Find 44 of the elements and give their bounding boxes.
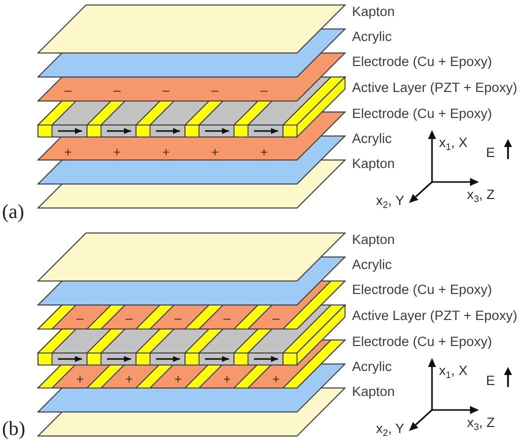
- axis-label: x$_{2}$, Y: [376, 193, 404, 209]
- charge-sign: –: [223, 312, 231, 324]
- charge-sign: +: [125, 372, 133, 386]
- charge-sign: +: [76, 372, 84, 386]
- charge-sign: +: [64, 146, 72, 158]
- layer-label: Electrode (Cu + Epoxy): [352, 106, 492, 122]
- axis-label: x$_{1}$, X: [439, 363, 468, 379]
- charge-sign: –: [125, 312, 133, 324]
- charge-sign: +: [272, 372, 280, 386]
- layer-label: Kapton: [352, 4, 395, 20]
- layer-label: Acrylic: [352, 131, 392, 147]
- layer-label: Acrylic: [352, 29, 392, 45]
- charge-sign: +: [113, 146, 121, 158]
- axis-label: E: [486, 373, 496, 389]
- charge-sign: –: [76, 312, 84, 324]
- charge-sign: –: [211, 84, 219, 96]
- charge-sign: +: [162, 146, 170, 158]
- layer-label: Acrylic: [352, 359, 392, 375]
- charge-sign: +: [174, 372, 182, 386]
- charge-sign: +: [211, 146, 219, 158]
- panel-label: (a): [2, 201, 24, 223]
- axis-label: x$_{3}$, Z: [467, 415, 495, 431]
- panel-label: (b): [2, 418, 26, 440]
- axis-label: x$_{3}$, Z: [467, 187, 495, 203]
- charge-sign: –: [272, 312, 280, 324]
- layer-label: Kapton: [352, 232, 395, 248]
- layer-label: Electrode (Cu + Epoxy): [352, 282, 492, 298]
- layer-label: Electrode (Cu + Epoxy): [352, 54, 492, 70]
- charge-sign: +: [260, 146, 268, 158]
- axis-label: x$_{1}$, X: [439, 135, 468, 151]
- charge-sign: –: [260, 84, 268, 96]
- charge-sign: –: [174, 312, 182, 324]
- axis-label: x$_{2}$, Y: [376, 421, 404, 437]
- charge-sign: –: [113, 84, 121, 96]
- charge-sign: +: [223, 372, 231, 386]
- axis-label: E: [486, 145, 496, 161]
- layer-label: Electrode (Cu + Epoxy): [352, 334, 492, 350]
- charge-sign: –: [162, 84, 170, 96]
- layer-label: Kapton: [352, 384, 395, 400]
- layer-label: Kapton: [352, 156, 395, 172]
- layer-label: Active Layer (PZT + Epoxy): [352, 308, 518, 324]
- layer-label: Active Layer (PZT + Epoxy): [352, 80, 518, 96]
- layer-label: Acrylic: [352, 257, 392, 273]
- charge-sign: –: [64, 84, 72, 96]
